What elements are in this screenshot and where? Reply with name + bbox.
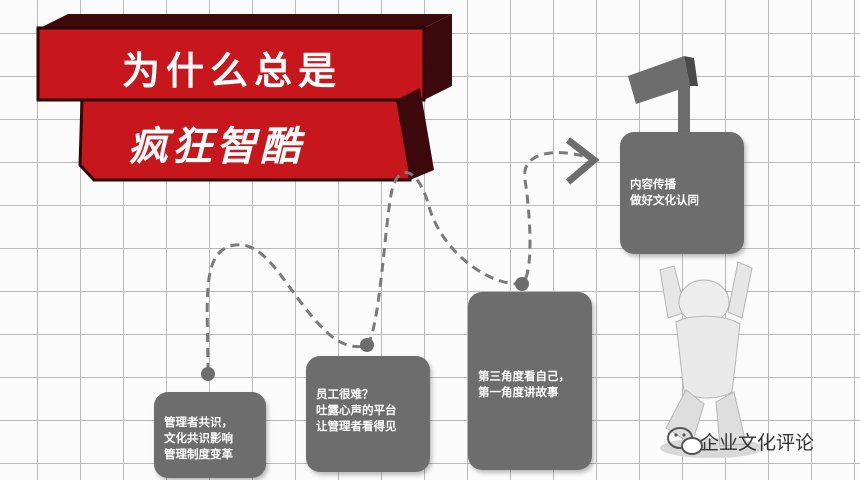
step-box-1: 管理者共识， 文化共识影响 管理制度变革	[154, 392, 266, 478]
step-1-line-1: 管理者共识，	[164, 415, 233, 429]
person-figure-icon	[659, 261, 764, 458]
step-2-line-3: 让管理者看得见	[316, 419, 397, 433]
path-arrow-icon	[565, 137, 600, 185]
step-3-line-2: 第一角度讲故事	[478, 385, 559, 399]
step-4-line-1: 内容传播	[630, 177, 676, 191]
step-1-line-2: 文化共识影响	[164, 431, 233, 445]
step-box-4: 内容传播 做好文化认同	[620, 132, 744, 254]
step-box-2: 员工很难？ 吐露心声的平台 让管理者看得见	[306, 356, 430, 472]
wechat-icon	[667, 427, 703, 455]
title-line-1: 为什么总是	[122, 49, 343, 93]
step-4-line-2: 做好文化认同	[630, 193, 699, 207]
signpost	[628, 56, 698, 134]
brand-name: 企业文化评论	[700, 432, 815, 454]
path-node-3	[515, 277, 529, 291]
path-node-2	[360, 338, 374, 352]
progress-path	[205, 151, 591, 373]
title-line-2: 疯狂智酷	[128, 124, 304, 170]
step-2-line-2: 吐露心声的平台	[316, 403, 397, 417]
step-box-3: 第三角度看自己， 第一角度讲故事	[468, 292, 592, 470]
step-2-line-1: 员工很难？	[316, 387, 374, 401]
path-node-1	[201, 367, 215, 381]
step-1-line-3: 管理制度变革	[164, 447, 233, 461]
title-banner	[36, 14, 452, 182]
step-3-line-1: 第三角度看自己，	[478, 369, 570, 383]
